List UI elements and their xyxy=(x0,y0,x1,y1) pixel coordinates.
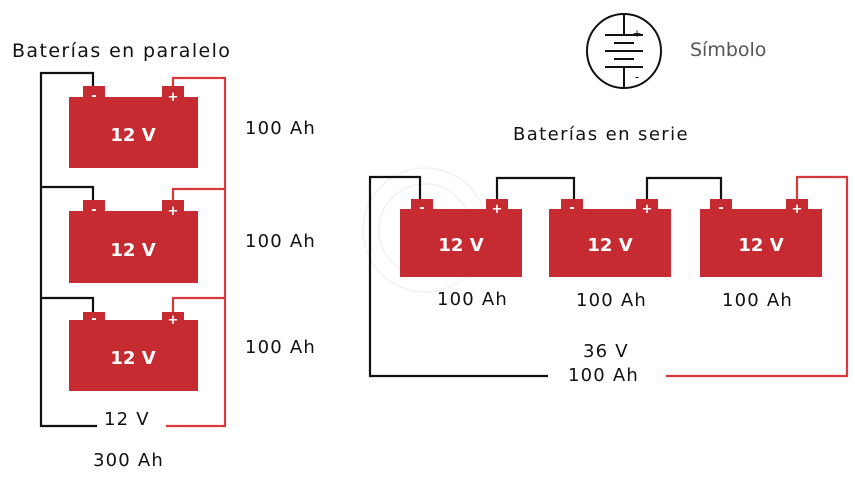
battery-symbol-icon: + - xyxy=(586,13,662,89)
positive-terminal-label: + xyxy=(642,202,653,217)
battery-voltage-label: 12 V xyxy=(587,235,632,256)
positive-terminal-label: + xyxy=(792,202,803,217)
parallel-battery-2: - + 12 V xyxy=(69,200,198,283)
series-wires xyxy=(368,175,849,378)
negative-terminal-label: - xyxy=(91,312,96,327)
symbol-minus-label: - xyxy=(635,70,639,84)
symbol-label: Símbolo xyxy=(690,39,767,61)
series-battery-2: - + 12 V xyxy=(549,199,671,277)
parallel-positive-wire xyxy=(166,76,227,428)
positive-terminal-label: + xyxy=(168,90,179,105)
parallel-total-voltage: 12 V xyxy=(104,409,150,430)
negative-terminal-label: - xyxy=(569,201,574,216)
series-total-capacity: 100 Ah xyxy=(568,365,639,386)
parallel-capacity-3: 100 Ah xyxy=(245,337,316,358)
series-title: Baterías en serie xyxy=(513,124,689,145)
positive-terminal-label: + xyxy=(492,202,503,217)
battery-voltage-label: 12 V xyxy=(738,235,783,256)
series-battery-3: - + 12 V xyxy=(700,199,822,277)
series-total-voltage: 36 V xyxy=(583,341,629,362)
parallel-battery-1: - + 12 V xyxy=(69,86,198,168)
series-capacity-2: 100 Ah xyxy=(576,290,647,311)
negative-terminal-label: - xyxy=(91,203,96,218)
parallel-title: Baterías en paralelo xyxy=(12,40,232,62)
positive-terminal-label: + xyxy=(168,313,179,328)
parallel-negative-wire xyxy=(39,71,97,428)
series-capacity-1: 100 Ah xyxy=(437,289,508,310)
series-capacity-3: 100 Ah xyxy=(722,290,793,311)
parallel-capacity-1: 100 Ah xyxy=(245,118,316,139)
battery-voltage-label: 12 V xyxy=(110,240,155,261)
negative-terminal-label: - xyxy=(419,201,424,216)
battery-voltage-label: 12 V xyxy=(110,348,155,369)
battery-voltage-label: 12 V xyxy=(110,125,155,146)
battery-voltage-label: 12 V xyxy=(438,235,483,256)
parallel-battery-3: - + 12 V xyxy=(69,312,198,391)
negative-terminal-label: - xyxy=(718,201,723,216)
parallel-capacity-2: 100 Ah xyxy=(245,231,316,252)
series-battery-1: - + 12 V xyxy=(400,199,522,277)
parallel-total-capacity: 300 Ah xyxy=(93,450,164,471)
negative-terminal-label: - xyxy=(91,89,96,104)
positive-terminal-label: + xyxy=(168,204,179,219)
symbol-plus-label: + xyxy=(632,27,641,40)
